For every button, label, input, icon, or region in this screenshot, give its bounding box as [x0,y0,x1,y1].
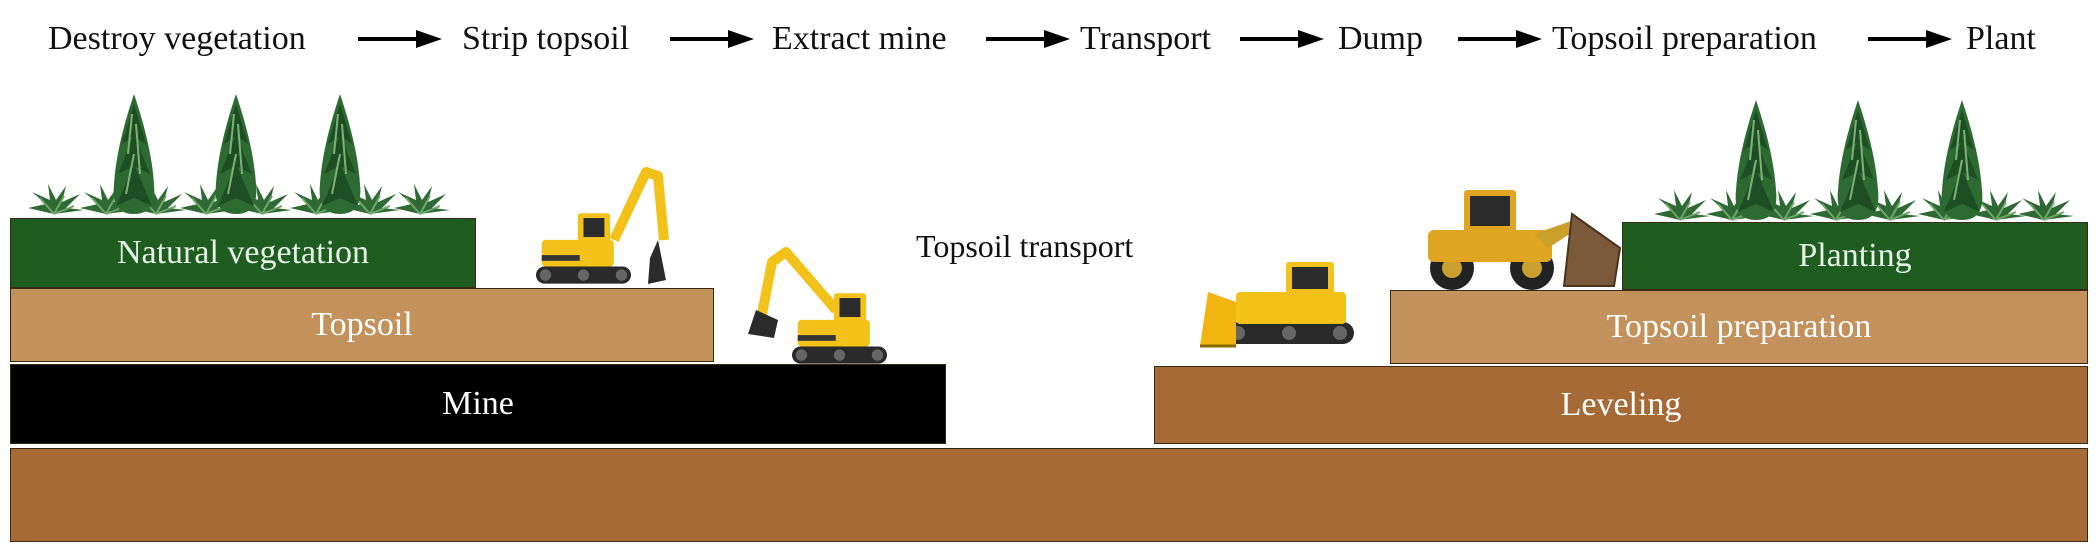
wheel-loader-icon [1427,189,1621,291]
leveling-layer: Leveling [1154,366,2088,444]
step-destroy-vegetation: Destroy vegetation [48,20,306,57]
topsoil-transport-label: Topsoil transport [916,228,1134,264]
arrow-right-icon [1458,30,1542,48]
mine-layer: Mine [10,364,946,444]
planting-layer: Planting [1622,222,2088,290]
ground-base [10,448,2088,542]
natural-vegetation-layer: Natural vegetation [10,218,476,288]
bulldozer-icon [1198,260,1356,348]
tree-icon [214,93,258,215]
tree-icon [112,93,156,215]
step-transport: Transport [1080,20,1211,57]
step-strip-topsoil: Strip topsoil [462,20,630,57]
excavator-icon [748,247,887,364]
tree-icon [318,93,362,215]
arrow-right-icon [358,30,442,48]
process-flow: Destroy vegetation Strip topsoil Extract… [0,10,2098,68]
tree-icon [1836,99,1880,221]
step-dump: Dump [1338,20,1423,57]
arrow-right-icon [1240,30,1324,48]
left-vegetation [27,93,451,215]
step-topsoil-preparation: Topsoil preparation [1552,20,1817,57]
arrow-right-icon [670,30,754,48]
tree-icon [1940,99,1984,221]
topsoil-layer: Topsoil [10,288,714,362]
excavator-icon [536,167,669,284]
topsoil-preparation-layer: Topsoil preparation [1390,290,2088,364]
step-plant: Plant [1966,20,2036,57]
right-vegetation [1653,99,2075,221]
arrow-right-icon [986,30,1070,48]
step-extract-mine: Extract mine [772,20,947,57]
tree-icon [1734,99,1778,221]
arrow-right-icon [1868,30,1952,48]
